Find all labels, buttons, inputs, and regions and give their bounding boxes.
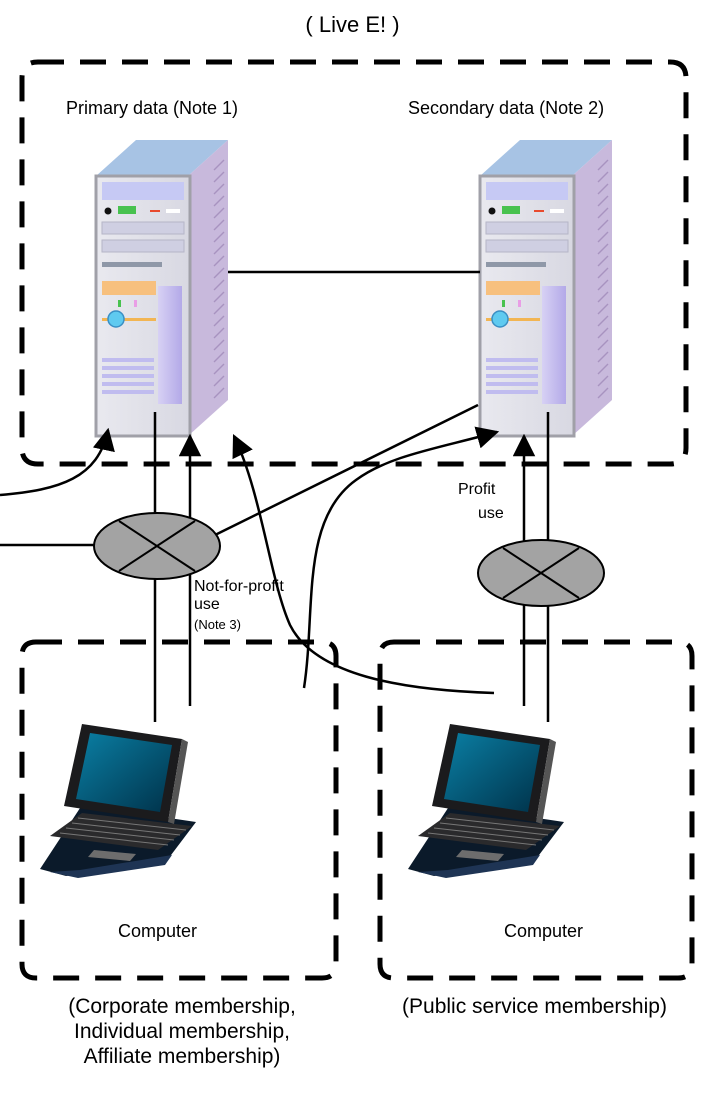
right-computer-label: Computer <box>504 921 584 941</box>
nonprofit-label-line1: Not-for-profit <box>194 578 284 595</box>
corporate-to-secondary-arrow <box>302 426 500 689</box>
router-secondary-line <box>214 403 479 537</box>
external-arrow <box>0 427 115 497</box>
left-caption: (Corporate membership, Individual member… <box>12 994 352 1069</box>
router-left-icon <box>93 512 221 580</box>
page-title: ( Live E! ) <box>305 12 400 37</box>
primary-server-label: Primary data (Note 1) <box>66 98 239 118</box>
profit-label-line1: Profit <box>458 481 496 498</box>
left-caption-line1: (Corporate membership, <box>68 995 296 1018</box>
left-caption-line2: Individual membership, <box>74 1020 290 1043</box>
router-right-icon <box>477 539 605 607</box>
nonprofit-label-line2: use <box>194 596 220 613</box>
left-computer-icon <box>39 723 197 879</box>
profit-label-line2: use <box>478 505 504 522</box>
left-computer-label: Computer <box>118 921 198 941</box>
live-e-boundary <box>19 59 689 467</box>
primary-server-icon <box>94 138 230 438</box>
corporate-member-box <box>19 639 339 981</box>
secondary-server-label: Secondary data (Note 2) <box>408 98 605 118</box>
public-to-primary-arrow <box>232 433 495 695</box>
right-computer-icon <box>407 723 565 879</box>
left-caption-line3: Affiliate membership) <box>83 1045 281 1068</box>
public-service-box <box>377 639 695 981</box>
right-caption: (Public service membership) <box>402 995 667 1018</box>
secondary-server-icon <box>478 138 614 438</box>
nonprofit-note: (Note 3) <box>194 617 241 632</box>
